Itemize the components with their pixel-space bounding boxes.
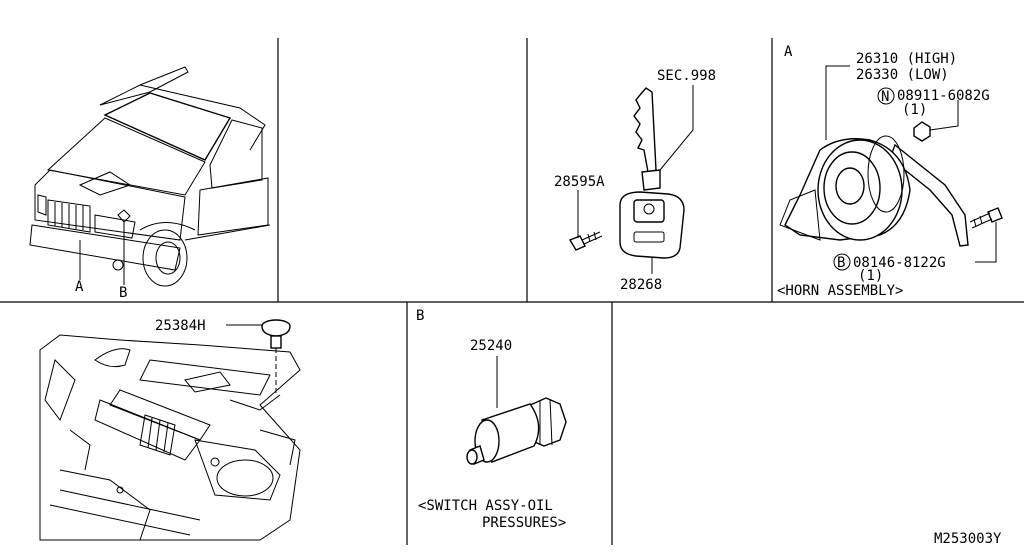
panel-dividers	[0, 38, 1024, 545]
horn-high-part-number: 26310 (HIGH)	[856, 51, 957, 67]
vehicle-callout-leaders	[79, 222, 125, 285]
switch-part-number: 25240	[470, 338, 512, 354]
switch-section-letter: B	[416, 308, 424, 324]
bolt-quantity: (1)	[858, 268, 883, 284]
bolt-marker-circle	[833, 253, 851, 271]
plug-illustration	[261, 319, 291, 349]
bolt-part-number: 08146-8122G	[853, 255, 946, 271]
oil-pressure-switch-illustration	[466, 397, 567, 465]
horn-illustration	[779, 121, 1003, 247]
switch-caption-line2: PRESSURES>	[482, 515, 566, 531]
bolt-marker-letter: B	[837, 255, 845, 271]
nut-quantity: (1)	[902, 102, 927, 118]
horn-low-part-number: 26330 (LOW)	[856, 67, 949, 83]
floor-leader-lines	[226, 324, 277, 395]
remote-part-number: 28268	[620, 277, 662, 293]
callout-b-label: B	[119, 285, 127, 301]
nut-marker-circle	[877, 87, 895, 105]
plug-part-number: 25384H	[155, 318, 206, 334]
remote-key-head-illustration	[619, 191, 685, 259]
horn-section-letter: A	[784, 44, 793, 60]
key-screw-illustration	[568, 231, 603, 251]
callout-a-label: A	[75, 279, 84, 295]
nut-marker-letter: N	[881, 89, 889, 105]
screw-part-number: 28595A	[554, 174, 605, 190]
horn-leader-lines	[825, 65, 997, 263]
horn-assembly-caption: <HORN ASSEMBLY>	[777, 283, 903, 299]
key-blade-illustration	[633, 87, 661, 191]
diagram-code: M253003Y	[934, 531, 1002, 547]
switch-caption-line1: <SWITCH ASSY-OIL	[418, 498, 553, 514]
sec-reference-label: SEC.998	[657, 68, 716, 84]
floor-panel-illustration	[39, 334, 301, 541]
key-leader-lines	[577, 85, 694, 274]
vehicle-illustration	[29, 66, 271, 287]
nut-part-number: 08911-6082G	[897, 88, 990, 104]
